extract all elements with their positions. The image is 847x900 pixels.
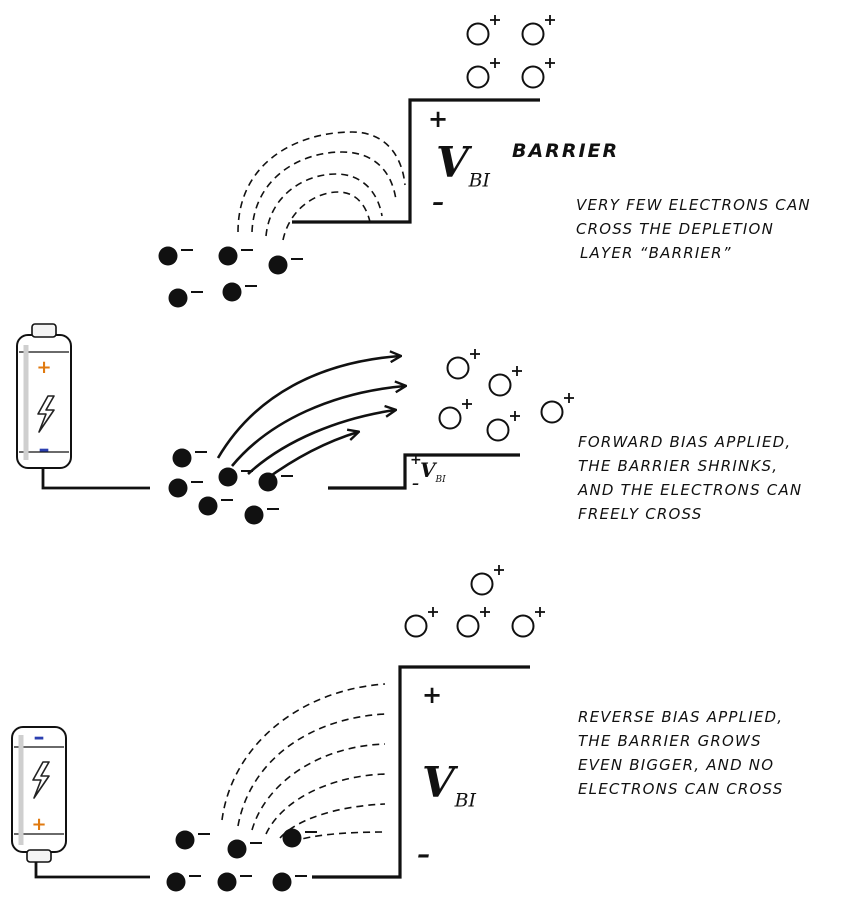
hole-icon (511, 607, 545, 638)
barrier-top-sign: + (422, 680, 443, 709)
hole-icon (466, 58, 500, 89)
wire (34, 860, 150, 879)
electron-flow-arrows (216, 356, 405, 482)
hole-icon (470, 565, 504, 596)
dashed-trajectories (237, 131, 406, 241)
electron-icon (168, 288, 203, 308)
hole-icon (466, 15, 500, 46)
caption-line: the barrier shrinks, (578, 457, 779, 475)
wire (41, 468, 150, 490)
electron-icon (198, 496, 233, 516)
electron-icon (172, 448, 207, 468)
panel-forward-bias (41, 349, 574, 525)
caption-equilibrium: Very few electrons can cross the depleti… (576, 193, 811, 265)
panel-equilibrium (158, 15, 555, 308)
electron-icon (158, 246, 193, 266)
electron-icon (258, 472, 293, 492)
hole-icon (486, 411, 520, 442)
caption-reverse-bias: Reverse Bias applied, the barrier grows … (578, 705, 783, 801)
barrier-bottom-sign: – (432, 187, 444, 216)
hole-icon (540, 393, 574, 424)
battery-positive-terminal: + (31, 814, 46, 835)
caption-line: Reverse Bias applied, (578, 708, 784, 726)
dashed-trajectories (221, 683, 386, 843)
caption-line: even bigger, and no (578, 756, 775, 774)
barrier-bottom-sign: – (417, 840, 430, 870)
caption-line: Very few electrons can (576, 196, 811, 214)
lightning-bolt-icon (32, 761, 50, 799)
battery-icon: + – (16, 323, 72, 469)
electron-icon (222, 282, 257, 302)
electron-icon (244, 505, 279, 525)
barrier-top-sign: + (410, 452, 422, 468)
electron-icon (168, 478, 203, 498)
hole-icon (438, 399, 472, 430)
vbi-label: VBI (422, 758, 476, 812)
battery-icon: – + (11, 725, 67, 863)
electron-icon (218, 246, 253, 266)
electron-icon (175, 830, 210, 850)
hole-icon (521, 58, 555, 89)
barrier-top-sign: + (428, 104, 449, 133)
electron-icon (166, 872, 201, 892)
vbi-label: VBI (436, 138, 490, 192)
caption-line: the barrier grows (578, 732, 762, 750)
barrier-bottom-sign: – (412, 476, 419, 492)
hole-icon (446, 349, 480, 380)
panel-reverse-bias (34, 565, 545, 892)
electron-icon (282, 828, 317, 848)
caption-line: and the electrons can (578, 481, 803, 499)
electron-icon (227, 839, 262, 859)
barrier-energy-band (328, 453, 520, 490)
electron-icon (217, 872, 252, 892)
hole-icon (404, 607, 438, 638)
caption-line: layer “barrier” (580, 244, 732, 262)
vbi-label: VBI (420, 458, 446, 485)
battery-negative-terminal: – (39, 437, 50, 462)
barrier-title: Barrier (512, 140, 620, 162)
battery-negative-terminal: – (34, 725, 45, 750)
barrier-energy-band (312, 665, 530, 879)
caption-line: electrons can cross (578, 780, 784, 798)
caption-forward-bias: Forward Bias applied, the barrier shrink… (578, 430, 802, 526)
electron-icon (218, 467, 253, 487)
caption-line: Forward Bias applied, (578, 433, 792, 451)
caption-line: freely cross (578, 505, 703, 523)
hole-icon (456, 607, 490, 638)
electron-icon (268, 255, 303, 275)
electron-icon (272, 872, 307, 892)
hole-icon (521, 15, 555, 46)
hole-icon (488, 366, 522, 397)
lightning-bolt-icon (37, 395, 55, 433)
battery-positive-terminal: + (36, 357, 51, 378)
caption-line: cross the depletion (576, 220, 774, 238)
barrier-energy-band (292, 98, 540, 224)
